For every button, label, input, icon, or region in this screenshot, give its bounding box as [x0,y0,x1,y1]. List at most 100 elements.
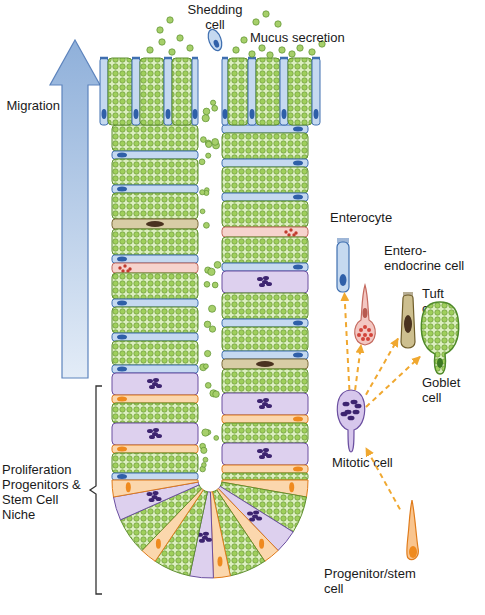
cell-nucleus [250,109,255,119]
enterocyte-cell [222,319,308,327]
brush-border [312,57,320,60]
cell-nucleus [223,109,228,119]
cell-nucleus [126,482,131,492]
goblet-cell [222,237,308,263]
part-label: Mucus secretion [250,30,360,45]
chromosome [153,428,159,432]
axis-label: Migration [0,98,60,113]
chromosome [152,432,158,436]
enterocyte-cell [192,58,198,125]
cell-nucleus [166,109,171,119]
goblet-cell [222,293,308,319]
chromosome [355,404,362,409]
cell-nucleus [117,335,127,340]
tuft-cell [222,359,308,369]
mucus-droplet [206,153,211,158]
cell-nucleus [102,109,107,119]
cell-nucleus [117,474,127,479]
goblet-cell [112,193,198,219]
crypt-base [112,480,308,578]
cell-nucleus [293,417,303,422]
chromosome [153,378,159,382]
cell-icon [336,390,366,452]
chromosome [263,448,269,452]
enterocyte-cell [112,255,198,263]
secretory-granule [121,269,124,272]
cell-nucleus [289,482,294,492]
chromosome [152,382,158,386]
chromosome [257,277,263,281]
goblet-cell [222,327,308,351]
goblet-body [421,302,458,374]
mucus-droplet [204,350,210,356]
cell-nucleus [193,109,198,119]
goblet-cell [140,58,164,125]
goblet-cell [222,133,308,159]
enterocyte-cell [222,263,308,271]
enterocyte-cell [112,185,198,193]
mucus-droplet [210,100,215,105]
goblet-cell [222,473,308,480]
chromosome [147,492,153,496]
enterocyte-cell [280,58,288,125]
brush-border [280,57,288,60]
secretory-granule [367,328,371,332]
chromosome [341,412,348,417]
chromosome [252,515,258,519]
goblet-cell [112,307,198,333]
cell-label: Entero- endocrine cell [384,243,476,273]
secretory-granule [357,333,361,337]
chromosome [153,491,159,495]
goblet-cell [172,58,192,125]
chromosome [152,495,158,499]
cell-nucleus [117,153,127,158]
cell-type-node: Tuft cell [398,292,418,350]
mucus-droplet [205,383,211,389]
goblet-cell [112,403,198,423]
mucus-droplet [212,139,219,146]
niche-bracket [90,386,102,594]
enterocyte-cell [222,159,308,167]
enterocyte-cell [248,58,256,125]
cell-icon [398,292,418,350]
secretory-granule [359,328,363,332]
cell-icon [352,285,378,345]
mucus-droplet [259,45,265,51]
mucus-droplet [159,39,165,45]
stem-cell [112,395,198,403]
stem-cell [112,445,198,453]
goblet-cell [288,58,312,125]
enterocyte-cell [112,151,198,159]
chromosome [202,536,208,540]
cell-type-node: Mitotic cell [336,390,366,452]
mucus-droplet [214,436,219,441]
cell-nucleus [293,161,303,166]
goblet-cell [108,58,132,125]
mucus-droplet [297,45,303,51]
tuft-cell [112,219,198,229]
mucus-droplet [213,391,220,398]
chromosome [263,398,269,402]
cell-nucleus [293,353,303,358]
cell-nucleus [134,109,139,119]
enteroendocrine-cell [222,227,308,237]
enterocyte-cell [112,473,198,480]
brush-border [100,57,108,60]
mucus-droplet [201,137,207,143]
chromosome [343,402,350,407]
brush-border [192,57,198,60]
stem-cell [222,465,308,473]
cell-nucleus [256,361,274,367]
mitotic-cell [222,393,308,415]
lineage-arrow [366,357,420,407]
mucus-droplet [309,49,315,55]
brush-border [222,57,228,60]
secretory-granule [361,337,365,341]
chromosome [262,402,268,406]
goblet-cell [256,58,280,125]
mucus-droplet [204,281,210,287]
enterocyte-cell [312,58,320,125]
cell-nucleus [293,195,303,200]
mucus-droplet [157,27,163,33]
mucus-droplet [200,209,205,214]
